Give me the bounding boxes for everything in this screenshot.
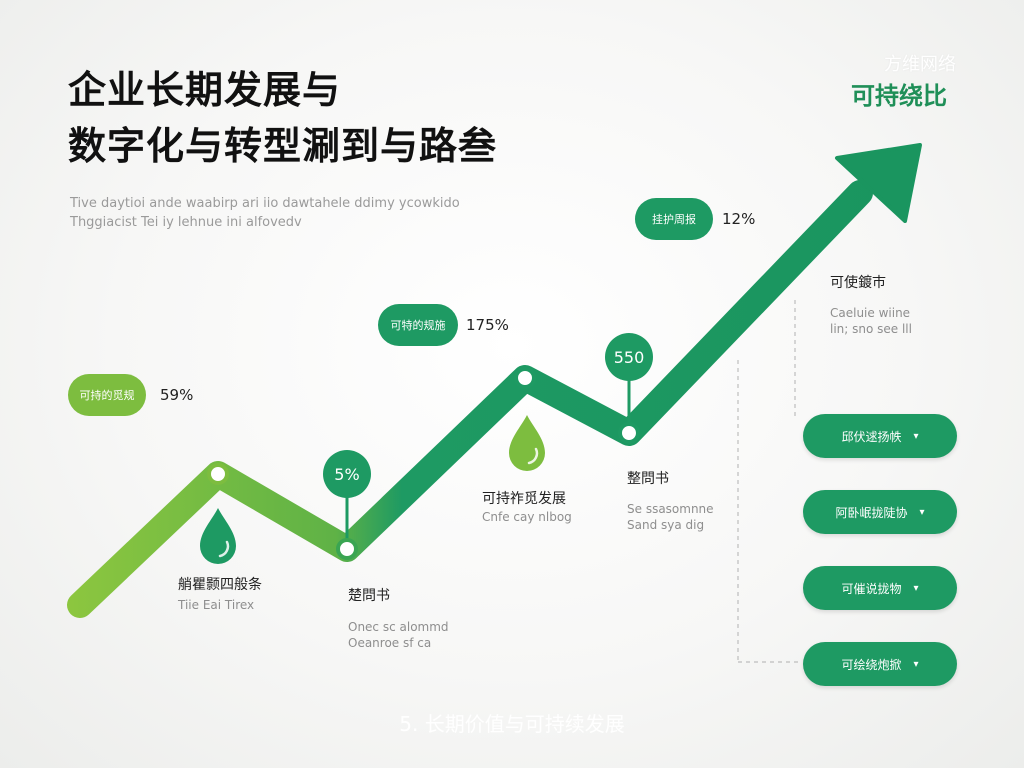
node-desc-5b: lin; sno see lll bbox=[830, 322, 912, 336]
subtitle-line-1: Tive daytioi ande waabirp ari iio dawtah… bbox=[70, 196, 460, 211]
node-desc-4b: Sand sya dig bbox=[627, 518, 705, 532]
path-node-3 bbox=[514, 367, 536, 389]
side-button-label: 邱伏逑扬帙 bbox=[841, 429, 902, 444]
pill-label: 挂护周报 bbox=[652, 213, 696, 226]
node-desc-5a: Caeluie wiine bbox=[830, 306, 911, 320]
drop-icon bbox=[509, 415, 545, 471]
value-bubble-2: 550 bbox=[605, 333, 653, 381]
pill-label: 可特的规施 bbox=[390, 319, 446, 332]
node-label-5: 可使鍍巿 bbox=[830, 275, 886, 291]
pill-badge-2: 可特的规施 bbox=[378, 304, 458, 346]
dashed-connectors bbox=[737, 300, 800, 663]
side-dropdown-button-4[interactable]: 可绘绕炮掀 ▾ bbox=[803, 642, 957, 686]
side-dropdown-button-3[interactable]: 可催说拢物 ▾ bbox=[803, 566, 957, 610]
node-label-1: 艄瞿颢四般条 bbox=[178, 577, 262, 593]
pill-label: 可持的觅规 bbox=[79, 389, 135, 402]
pill-value-1: 59% bbox=[160, 386, 194, 404]
chevron-down-icon: ▾ bbox=[913, 658, 919, 670]
node-label-3: 可持祚觅发展 bbox=[482, 491, 566, 507]
title-line-2: 数字化与转型涮到与路叁 bbox=[68, 124, 498, 168]
growth-line bbox=[67, 180, 873, 618]
side-button-label: 可催说拢物 bbox=[841, 581, 902, 596]
node-label-2: 楚問书 bbox=[348, 588, 390, 604]
node-label-4: 整問书 bbox=[627, 471, 669, 487]
watermark-text: 方维网络 bbox=[884, 54, 956, 75]
title-line-1: 企业长期发展与 bbox=[68, 68, 342, 112]
node-desc-3: Cnfe cay nlbog bbox=[482, 510, 572, 524]
node-desc-4a: Se ssasomnne bbox=[627, 502, 714, 516]
node-desc-2a: Onec sc alommd bbox=[348, 620, 449, 634]
chevron-down-icon: ▾ bbox=[919, 506, 925, 518]
path-node-1 bbox=[207, 463, 229, 485]
node-desc-1: Tiie Eai Tirex bbox=[178, 598, 255, 612]
side-dropdown-button-2[interactable]: 阿卧岷拢陡协 ▾ bbox=[803, 490, 957, 534]
pill-value-3: 12% bbox=[722, 210, 756, 228]
path-node-4 bbox=[618, 422, 640, 444]
chevron-down-icon: ▾ bbox=[913, 582, 919, 594]
node-desc-2b: Oeanroe sf ca bbox=[348, 636, 432, 650]
slide-caption: 5. 长期价值与可持续发展 bbox=[399, 712, 625, 736]
pill-badge-3: 挂护周报 bbox=[635, 198, 713, 240]
pill-badge-1: 可持的觅规 bbox=[68, 374, 146, 416]
side-button-label: 可绘绕炮掀 bbox=[841, 657, 902, 672]
side-button-label: 阿卧岷拢陡协 bbox=[835, 505, 908, 520]
side-dropdown-button-1[interactable]: 邱伏逑扬帙 ▾ bbox=[803, 414, 957, 458]
path-node-2 bbox=[336, 538, 358, 560]
drop-icon bbox=[200, 508, 236, 564]
growth-arrow-head bbox=[835, 143, 922, 223]
brand-label: 可持绕比 bbox=[851, 82, 947, 110]
subtitle-line-2: Thggiacist Tei iy lehnue ini alfovedv bbox=[70, 215, 302, 230]
pill-value-2: 175% bbox=[466, 316, 509, 334]
subtitle: Tive daytioi ande waabirp ari iio dawtah… bbox=[70, 194, 460, 232]
page-title: 企业长期发展与 数字化与转型涮到与路叁 bbox=[68, 62, 497, 174]
value-bubble-1: 5% bbox=[323, 450, 371, 498]
chevron-down-icon: ▾ bbox=[913, 430, 919, 442]
